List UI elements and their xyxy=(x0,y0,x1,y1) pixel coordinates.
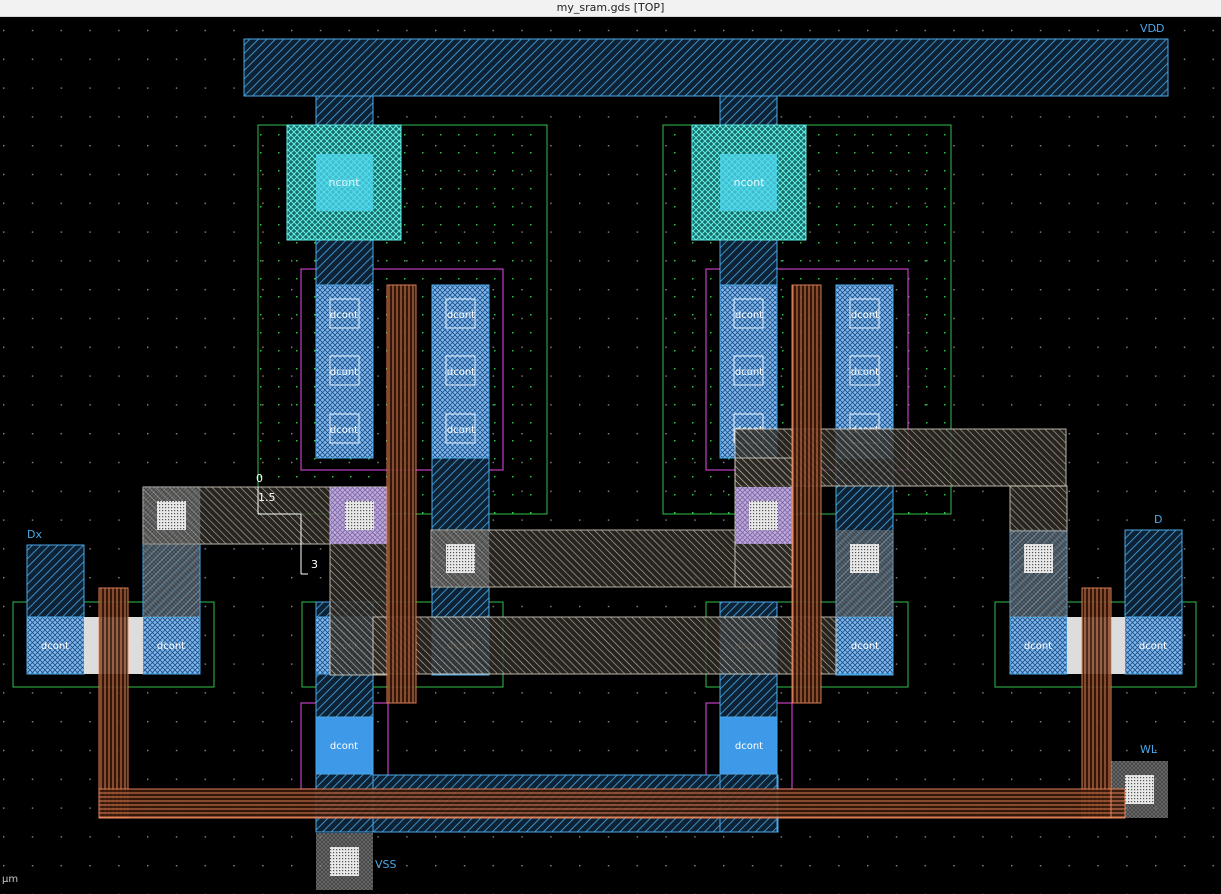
dcont-label: dcont xyxy=(735,367,763,378)
nmos-right-drn xyxy=(835,616,894,675)
metal2-access-right xyxy=(1010,530,1067,617)
via-left-top xyxy=(157,501,186,530)
poly-gate-right xyxy=(791,284,822,704)
metal2-d-drop xyxy=(1009,485,1068,532)
nmos-dx-left xyxy=(26,616,85,675)
pin-label-wl: WL xyxy=(1140,743,1158,756)
via-left-out xyxy=(446,544,475,573)
metal1-d-pin[interactable] xyxy=(1124,529,1183,618)
dcont-label: dcont xyxy=(735,310,763,321)
poly-gate-left xyxy=(386,284,417,704)
metal2-cross-mid xyxy=(430,529,794,588)
dcont-label: dcont xyxy=(157,641,185,652)
dcont-label: dcont xyxy=(735,741,763,752)
unit-indicator: μm xyxy=(2,874,19,885)
vdd-rail[interactable] xyxy=(243,38,1169,97)
window-title: my_sram.gds [TOP] xyxy=(0,0,1221,17)
metal2-cross-lower xyxy=(372,616,837,675)
pin-label-vdd: VDD xyxy=(1140,22,1164,35)
pmos-left-src xyxy=(315,284,374,459)
via-vss-inner xyxy=(330,847,359,876)
poly-gate-d xyxy=(1081,587,1112,819)
metal1-dx-pin[interactable] xyxy=(26,544,85,618)
pmos-left-drn xyxy=(431,284,490,459)
ruler[interactable] xyxy=(257,487,308,575)
layout-svg[interactable]: ncont ncont dcont dcont dcont dcont dcon… xyxy=(0,17,1221,894)
via-wl xyxy=(1125,775,1154,804)
ptap-right xyxy=(719,716,778,775)
poly-wl-stub xyxy=(1110,788,1126,819)
ruler-mid-label: 1.5 xyxy=(258,491,276,504)
ncont-label-left: ncont xyxy=(328,176,360,189)
nmos-d-right xyxy=(1124,616,1183,675)
nwell-tap-right-core xyxy=(720,154,777,211)
pin-label-vss: VSS xyxy=(375,858,397,871)
dcont-label: dcont xyxy=(330,367,358,378)
ptap-left xyxy=(315,716,374,775)
dcont-label: dcont xyxy=(1139,641,1167,652)
nwell-tap-left-core xyxy=(316,154,373,211)
layout-canvas[interactable]: ncont ncont dcont dcont dcont dcont dcon… xyxy=(0,17,1221,894)
dcont-label: dcont xyxy=(1024,641,1052,652)
polycont-right-core xyxy=(749,501,778,530)
via-right-out xyxy=(850,544,879,573)
metal2-right-out xyxy=(836,530,893,617)
dcont-label: dcont xyxy=(851,310,879,321)
nmos-dx-right xyxy=(142,616,201,675)
via-d-access xyxy=(1024,544,1053,573)
dcont-label: dcont xyxy=(447,310,475,321)
ncont-label-right: ncont xyxy=(733,176,765,189)
poly-gate-dx xyxy=(98,587,129,819)
pin-label-d: D xyxy=(1154,513,1162,526)
pin-label-dx: Dx xyxy=(27,528,42,541)
dcont-label: dcont xyxy=(330,310,358,321)
ruler-zero-label: 0 xyxy=(256,472,263,485)
nmos-d-left xyxy=(1009,616,1068,675)
dcont-label: dcont xyxy=(447,425,475,436)
dcont-label: dcont xyxy=(41,641,69,652)
dcont-label: dcont xyxy=(447,367,475,378)
dcont-label: dcont xyxy=(330,741,358,752)
dcont-label: dcont xyxy=(851,367,879,378)
ruler-end-label: 3 xyxy=(311,558,318,571)
polycont-left-core xyxy=(345,501,374,530)
dcont-label: dcont xyxy=(330,425,358,436)
dcont-label: dcont xyxy=(851,641,879,652)
poly-wordline[interactable] xyxy=(98,788,1112,819)
